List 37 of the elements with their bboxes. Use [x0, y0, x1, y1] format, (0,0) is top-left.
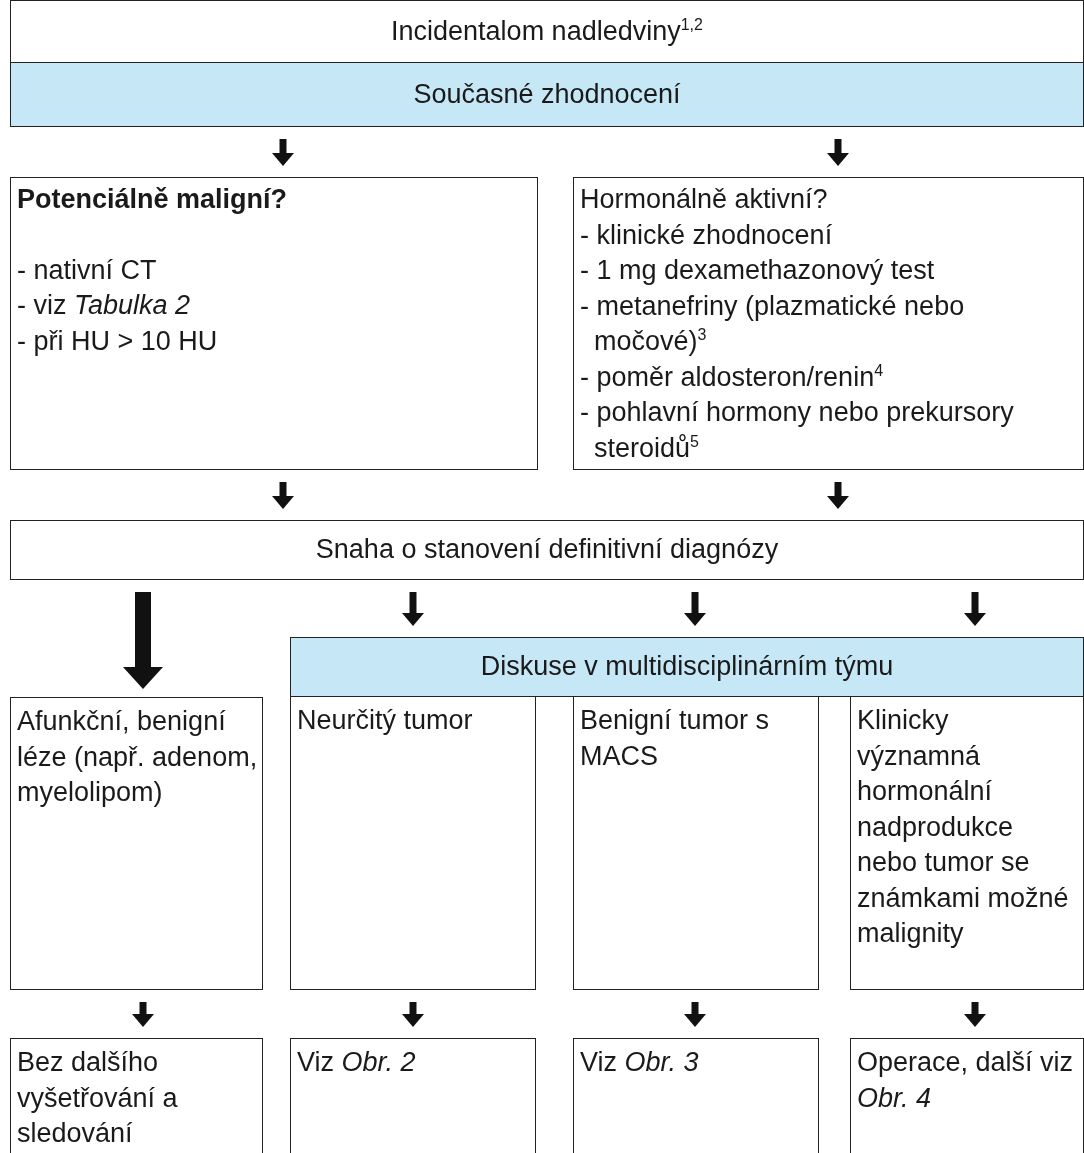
process-box	[850, 1038, 1084, 1153]
box-text: Benigní tumor s MACS	[580, 704, 771, 773]
list-item: - při HU > 10 HU	[17, 324, 219, 358]
box-text: Neurčitý tumor	[297, 704, 474, 737]
box-text: Operace, další viz Obr. 4	[857, 1046, 1075, 1115]
process-box	[10, 697, 263, 990]
process-box	[290, 696, 536, 990]
process-box	[850, 696, 1084, 990]
process-box	[573, 177, 1084, 470]
box-heading: Potenciálně maligní?	[17, 183, 289, 216]
list-item: - poměr aldosteron/renin$^{4}$	[580, 360, 885, 394]
box-text: Diskuse v multidisciplinárním týmu	[480, 650, 894, 684]
process-box	[10, 520, 1084, 580]
box-text: Bez dalšího vyšetřování a sledování	[17, 1046, 179, 1150]
box-text: Současné zhodnocení	[413, 77, 681, 111]
list-item: - nativní CT	[17, 253, 158, 287]
box-text: Snaha o stanovení definitivní diagnózy	[315, 533, 779, 567]
list-item: - metanefriny (plazmatické nebo močové)$^{3}$	[580, 289, 966, 358]
box-text: Klinicky významná hormonální nadprodukce nebo tumor se známkami možné malignity	[857, 704, 1070, 950]
box-text: Viz Obr. 2	[297, 1046, 417, 1079]
list-item: - 1 mg dexamethazonový test	[580, 254, 936, 287]
list-item: - viz Tabulka 2	[17, 289, 192, 322]
process-box	[573, 1038, 819, 1153]
box-text: Afunkční, benigní léze (např. adenom, myelolipom)	[17, 705, 258, 809]
process-box	[10, 0, 1084, 63]
process-box	[290, 1038, 536, 1153]
list-item: - klinické zhodnocení	[580, 218, 834, 252]
process-box	[10, 1038, 263, 1153]
box-text: Incidentalom nadledviny$^{1,2}$	[391, 14, 703, 48]
header-band	[290, 637, 1084, 697]
box-text: Viz Obr. 3	[580, 1046, 700, 1079]
box-heading: Hormonálně aktivní?	[580, 183, 829, 216]
process-box	[573, 696, 819, 990]
header-band	[10, 62, 1084, 127]
process-box	[10, 177, 538, 470]
list-item: - pohlavní hormony nebo prekursory steroidů$^{5}$	[580, 396, 1015, 465]
arrow	[123, 592, 163, 689]
